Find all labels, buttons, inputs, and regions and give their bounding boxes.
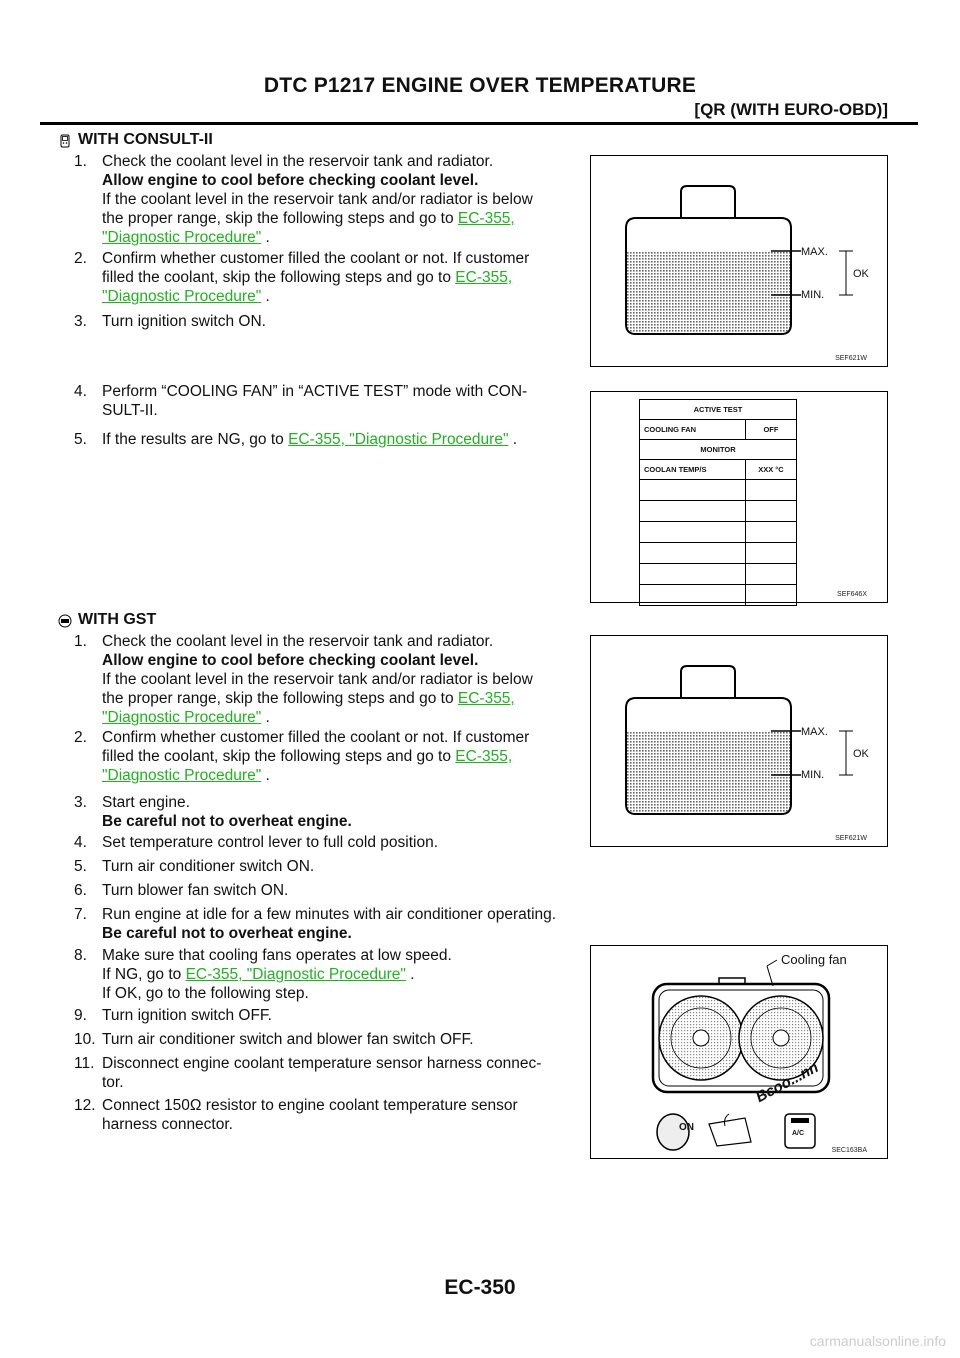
list-item: 4.Perform “COOLING FAN” in “ACTIVE TEST”… bbox=[74, 383, 528, 419]
table-cell: XXX °C bbox=[744, 459, 798, 480]
figure-code: SEF621W bbox=[835, 355, 867, 362]
header-rule bbox=[40, 122, 918, 125]
diagnostic-procedure-link[interactable]: "Diagnostic Procedure" bbox=[102, 709, 262, 726]
ok-label: OK bbox=[853, 748, 869, 760]
cooling-fan-figure: Cooling fan Bcoo...nn ON A/C SEC163BA bbox=[590, 945, 888, 1159]
list-item: 12.Connect 150Ω resistor to engine coola… bbox=[74, 1097, 518, 1133]
list-item: 3.Turn ignition switch ON. bbox=[74, 313, 266, 330]
page-subtitle: [QR (WITH EURO-OBD)] bbox=[694, 100, 888, 119]
max-label: MAX. bbox=[801, 726, 828, 738]
cooling-fan-label: Cooling fan bbox=[781, 952, 847, 967]
ok-label: OK bbox=[853, 268, 869, 280]
list-item: 2.Confirm whether customer filled the co… bbox=[74, 729, 530, 784]
diagnostic-procedure-link[interactable]: EC-355, bbox=[457, 690, 515, 707]
list-item: 4.Set temperature control lever to full … bbox=[74, 834, 439, 851]
list-item: 2.Confirm whether customer filled the co… bbox=[74, 250, 530, 305]
coolant-tank-diagram bbox=[625, 185, 853, 335]
diagnostic-procedure-link[interactable]: EC-355, bbox=[457, 210, 515, 227]
gst-icon bbox=[58, 614, 72, 628]
list-item: 5.Turn air conditioner switch ON. bbox=[74, 858, 315, 875]
figure-code: SEC163BA bbox=[831, 1147, 867, 1154]
diagnostic-procedure-link[interactable]: "Diagnostic Procedure" bbox=[102, 288, 262, 305]
list-item: 9.Turn ignition switch OFF. bbox=[74, 1007, 272, 1024]
list-item: 6.Turn blower fan switch ON. bbox=[74, 882, 289, 899]
diagnostic-procedure-link[interactable]: EC-355, bbox=[455, 269, 513, 286]
diagnostic-procedure-link[interactable]: EC-355, "Diagnostic Procedure" bbox=[185, 966, 406, 983]
table-cell: COOLAN TEMP/S bbox=[639, 459, 746, 480]
diagnostic-procedure-link[interactable]: "Diagnostic Procedure" bbox=[102, 767, 262, 784]
list-item: 11.Disconnect engine coolant temperature… bbox=[74, 1055, 542, 1091]
cooling-fan-illustration bbox=[651, 959, 831, 1151]
figure-code: SEF646X bbox=[837, 591, 867, 598]
list-item: 5.If the results are NG, go to EC-355, "… bbox=[74, 431, 518, 448]
section-heading-gst: WITH GST bbox=[78, 611, 157, 628]
list-item: 10.Turn air conditioner switch and blowe… bbox=[74, 1031, 474, 1048]
list-item: 7.Run engine at idle for a few minutes w… bbox=[74, 906, 557, 942]
page-number: EC-350 bbox=[444, 1276, 516, 1299]
list-item: 1.Check the coolant level in the reservo… bbox=[74, 153, 533, 246]
table-cell: OFF bbox=[744, 419, 798, 440]
list-item: 3.Start engine. Be careful not to overhe… bbox=[74, 794, 352, 830]
min-label: MIN. bbox=[801, 769, 825, 781]
section-heading-consult: WITH CONSULT-II bbox=[78, 131, 213, 148]
monitor-header: MONITOR bbox=[639, 439, 797, 460]
diagnostic-procedure-link[interactable]: EC-355, "Diagnostic Procedure" bbox=[288, 431, 509, 448]
coolant-tank-figure: MAX. MIN. OK SEF621W bbox=[590, 155, 888, 367]
coolant-tank-diagram bbox=[625, 665, 853, 815]
list-item: 8.Make sure that cooling fans operates a… bbox=[74, 947, 452, 1002]
diagnostic-procedure-link[interactable]: EC-355, bbox=[455, 748, 513, 765]
watermark: carmanualsonline.info bbox=[809, 1333, 946, 1349]
active-test-header: ACTIVE TEST bbox=[639, 399, 797, 420]
max-label: MAX. bbox=[801, 246, 828, 258]
ac-switch-label: A/C bbox=[792, 1130, 805, 1137]
coolant-tank-figure: MAX. MIN. OK SEF621W bbox=[590, 635, 888, 847]
min-label: MIN. bbox=[801, 289, 825, 301]
list-item: 1.Check the coolant level in the reservo… bbox=[74, 633, 533, 726]
ignition-on-label: ON bbox=[679, 1122, 694, 1133]
page-title: DTC P1217 ENGINE OVER TEMPERATURE bbox=[263, 74, 697, 97]
diagnostic-procedure-link[interactable]: "Diagnostic Procedure" bbox=[102, 229, 262, 246]
consult-icon bbox=[60, 134, 70, 148]
figure-code: SEF621W bbox=[835, 835, 867, 842]
table-cell: COOLING FAN bbox=[639, 419, 746, 440]
